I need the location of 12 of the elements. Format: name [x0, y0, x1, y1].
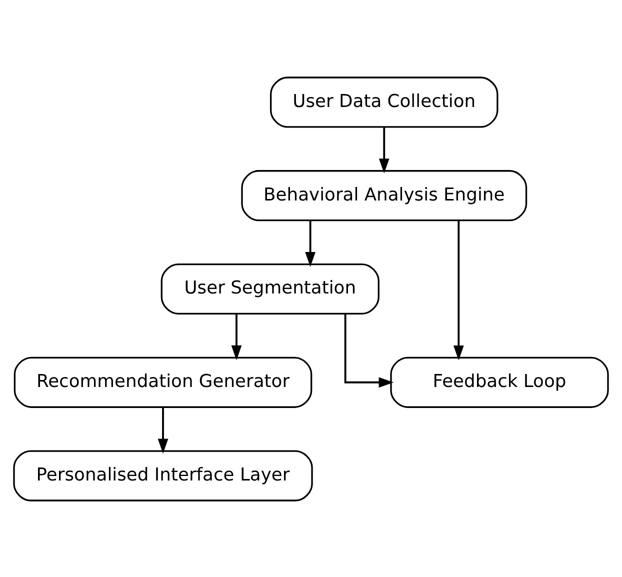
arrow [453, 220, 464, 360]
node-box: Recommendation Generator [14, 356, 312, 408]
arrow [231, 314, 242, 360]
node-box: Behavioral Analysis Engine [241, 170, 528, 221]
node-box: Personalised Interface Layer [13, 450, 313, 501]
arrow [378, 126, 390, 173]
arrow [305, 220, 316, 266]
arrow [158, 406, 168, 454]
arrow [344, 314, 394, 388]
node-box: User Data Collection [270, 76, 498, 128]
node-box: User Segmentation [160, 262, 380, 314]
node-box: Feedback Loop [390, 356, 609, 408]
